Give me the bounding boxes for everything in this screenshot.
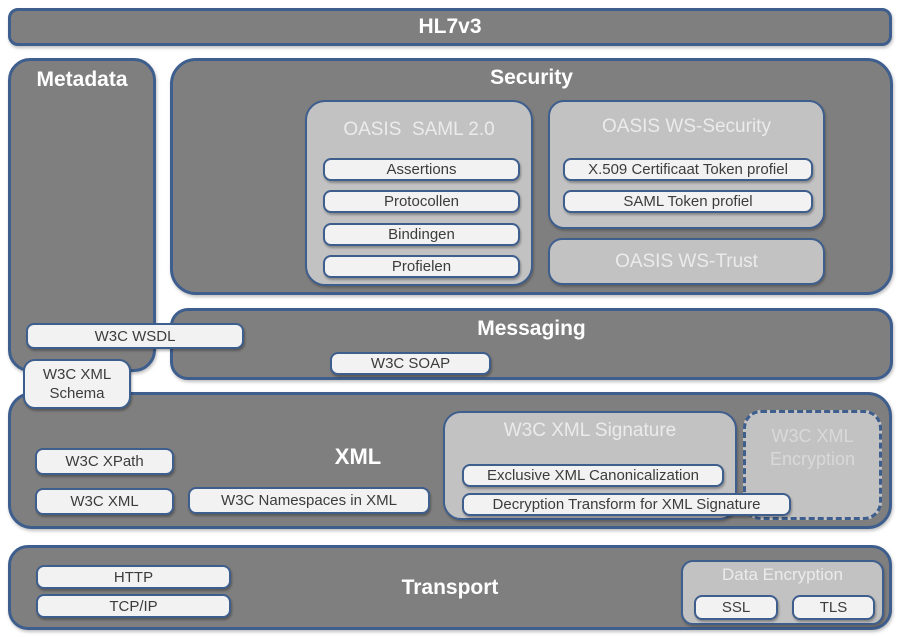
- group-w3c-xml-encryption: W3C XML Encryption: [743, 410, 882, 520]
- security-title: Security: [490, 66, 573, 89]
- item-w3c-xml-schema: W3C XML Schema: [23, 359, 131, 409]
- layer-messaging: Messaging W3C SOAP: [170, 308, 893, 380]
- oasis-ws-security-title: OASIS WS-Security: [602, 116, 771, 137]
- item-w3c-xpath: W3C XPath: [35, 448, 174, 475]
- item-exclusive-xml-canonicalization: Exclusive XML Canonicalization: [462, 464, 724, 487]
- layer-metadata: Metadata: [8, 58, 156, 372]
- metadata-title: Metadata: [36, 68, 128, 91]
- group-oasis-ws-security: OASIS WS-Security X.509 Certificaat Toke…: [548, 100, 825, 229]
- messaging-title: Messaging: [477, 317, 586, 340]
- layer-xml: W3C XPath W3C XML W3C Namespaces in XML …: [8, 392, 892, 529]
- item-w3c-xml: W3C XML: [35, 488, 174, 515]
- item-assertions: Assertions: [323, 158, 520, 181]
- group-oasis-ws-trust: OASIS WS-Trust: [548, 238, 825, 285]
- hl7v3-title: HL7v3: [418, 15, 482, 38]
- layer-transport: Transport HTTP TCP/IP Data Encryption SS…: [8, 545, 892, 630]
- item-profielen: Profielen: [323, 255, 520, 278]
- item-bindingen: Bindingen: [323, 223, 520, 246]
- xml-title: XML: [334, 444, 382, 469]
- data-encryption-title: Data Encryption: [722, 565, 843, 584]
- item-w3c-soap: W3C SOAP: [330, 352, 491, 375]
- transport-title: Transport: [401, 575, 499, 599]
- item-tls: TLS: [792, 595, 875, 620]
- oasis-ws-trust-title: OASIS WS-Trust: [615, 250, 758, 272]
- group-oasis-saml: OASIS SAML 2.0 Assertions Protocollen Bi…: [305, 100, 533, 286]
- w3c-xml-encryption-title: W3C XML Encryption: [769, 426, 856, 469]
- group-data-encryption: Data Encryption SSL TLS: [681, 560, 884, 625]
- oasis-saml-title: OASIS SAML 2.0: [343, 119, 495, 140]
- item-http: HTTP: [36, 565, 231, 589]
- item-ssl: SSL: [694, 595, 778, 620]
- item-w3c-namespaces-in-xml: W3C Namespaces in XML: [188, 487, 430, 514]
- item-tcp-ip: TCP/IP: [36, 594, 231, 618]
- item-decryption-transform-for-xml-signature: Decryption Transform for XML Signature: [462, 493, 791, 516]
- layer-hl7v3: HL7v3: [8, 8, 892, 46]
- item-w3c-wsdl: W3C WSDL: [26, 323, 244, 349]
- group-w3c-xml-signature: W3C XML Signature Exclusive XML Canonica…: [443, 411, 791, 520]
- layer-security: Security OASIS SAML 2.0 Assertions Proto…: [170, 58, 893, 295]
- item-x509-certificaat-token-profiel: X.509 Certificaat Token profiel: [563, 158, 813, 181]
- item-protocollen: Protocollen: [323, 190, 520, 213]
- item-saml-token-profiel: SAML Token profiel: [563, 190, 813, 213]
- w3c-xml-signature-title: W3C XML Signature: [503, 420, 677, 441]
